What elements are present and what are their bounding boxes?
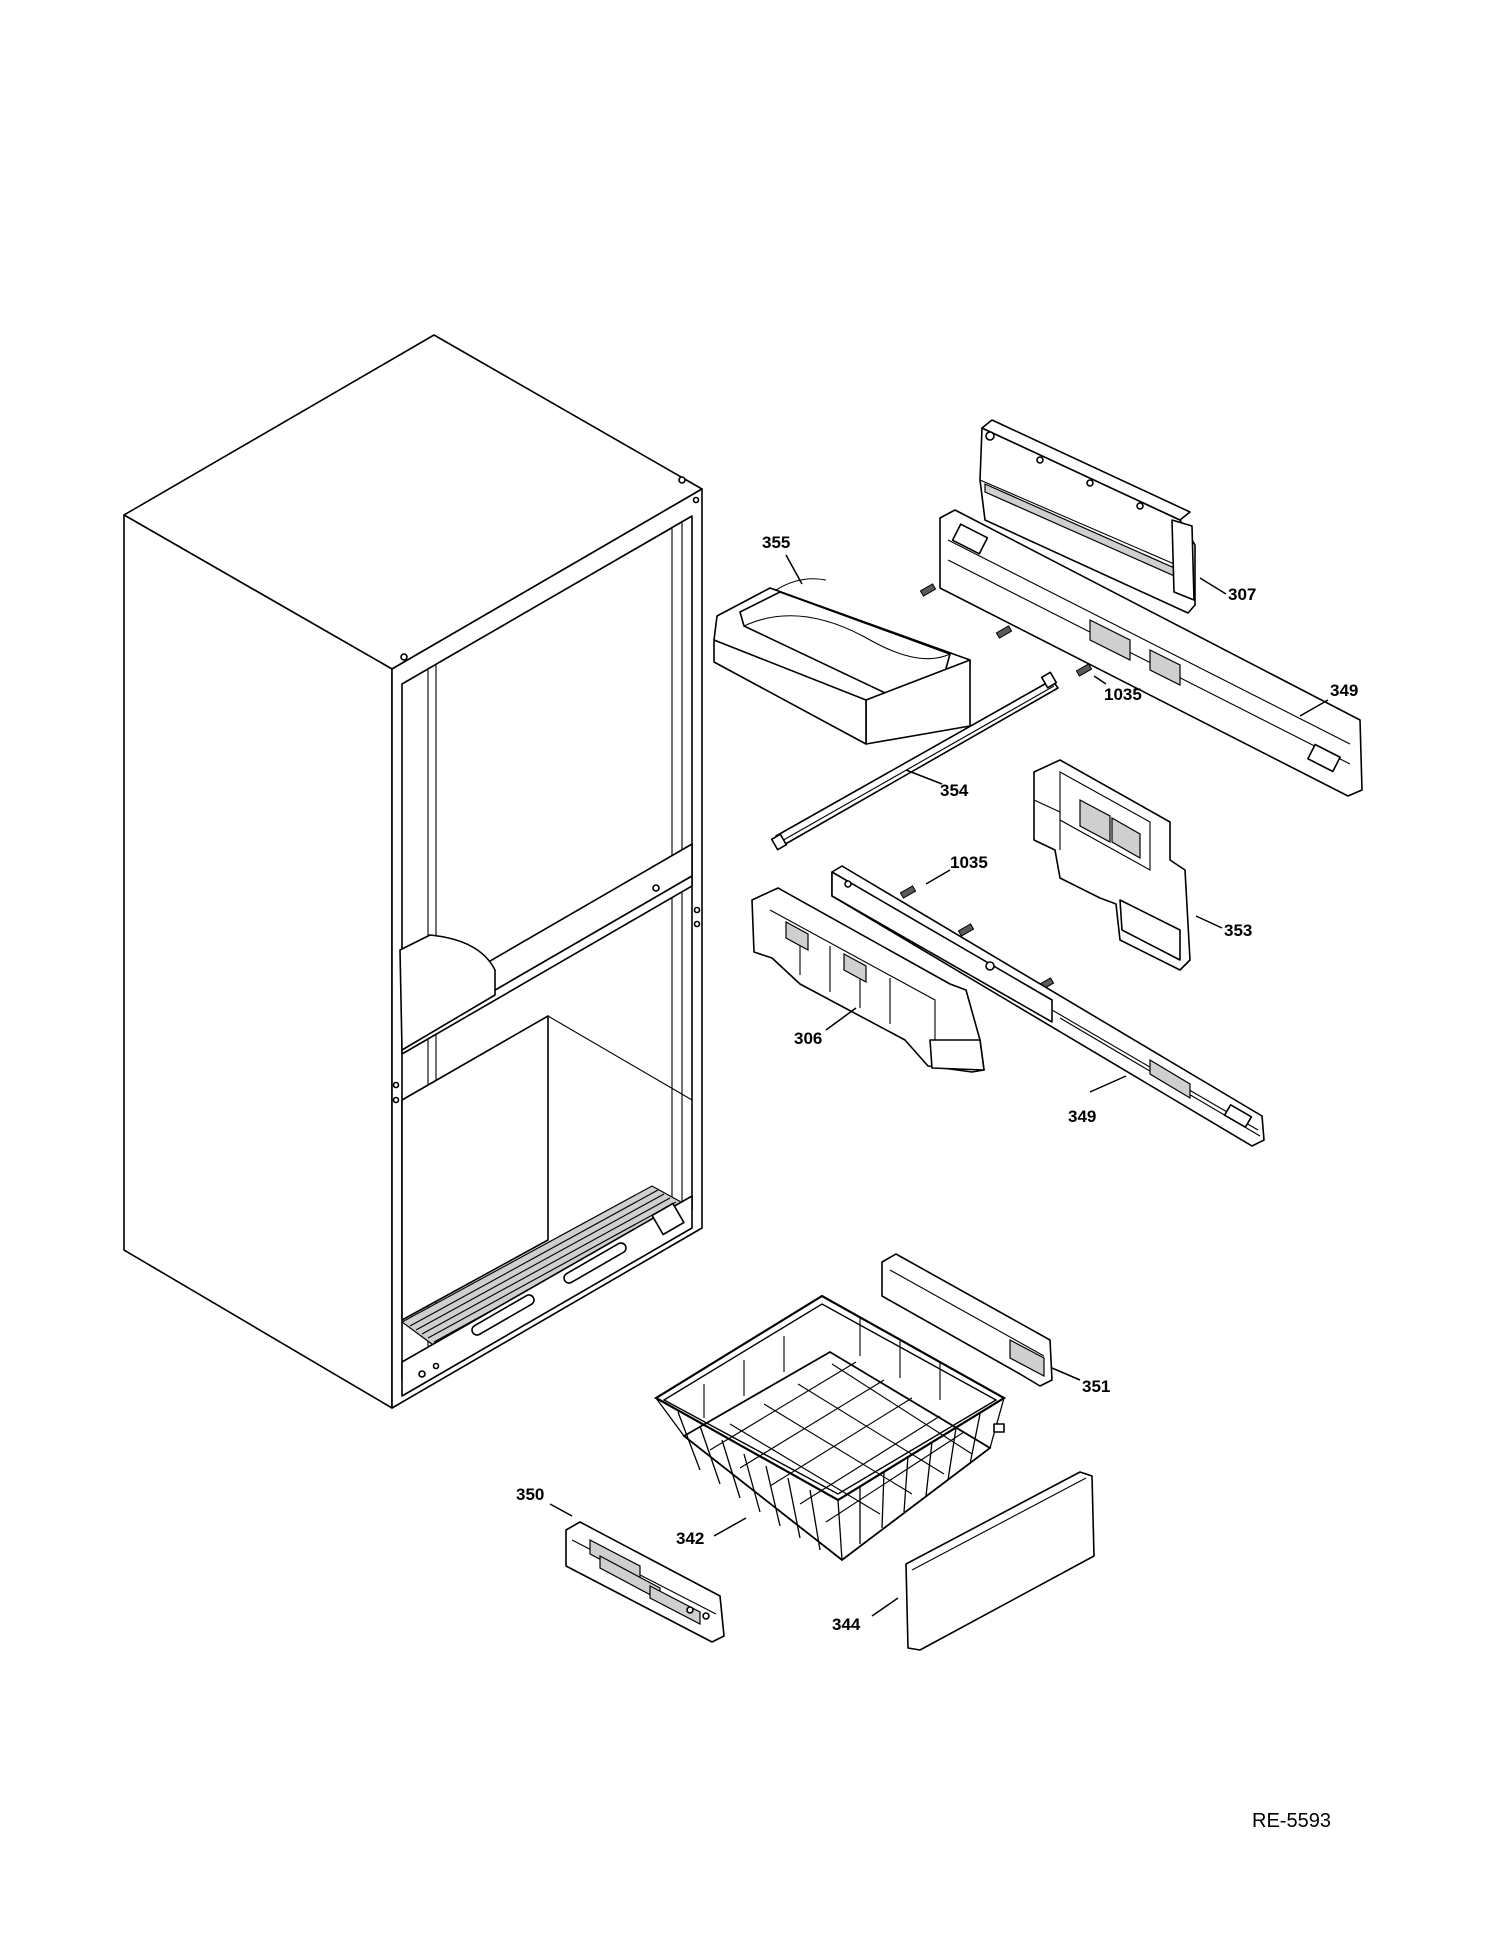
part-354-crossbar xyxy=(770,671,1059,851)
part-355-tray xyxy=(713,578,971,745)
part-349-lower-slide xyxy=(831,865,1265,1147)
svg-text:1035: 1035 xyxy=(1104,685,1142,704)
svg-text:344: 344 xyxy=(832,1615,861,1634)
svg-text:354: 354 xyxy=(940,781,969,800)
callout-1035-lower: 1035 xyxy=(925,853,988,885)
svg-text:307: 307 xyxy=(1228,585,1256,604)
callout-349-lower: 349 xyxy=(1068,1075,1127,1126)
part-307-upper-rail xyxy=(979,419,1196,614)
callout-349-upper: 349 xyxy=(1299,681,1358,717)
callout-350: 350 xyxy=(516,1485,573,1517)
callout-355: 355 xyxy=(762,533,803,585)
svg-text:349: 349 xyxy=(1330,681,1358,700)
part-306-left-bracket xyxy=(751,887,985,1073)
part-350-left-rail xyxy=(565,1521,725,1643)
callout-353: 353 xyxy=(1195,915,1252,940)
refrigerator-cabinet xyxy=(123,334,703,1409)
svg-text:349: 349 xyxy=(1068,1107,1096,1126)
callout-342: 342 xyxy=(676,1517,747,1548)
drawing-number: RE-5593 xyxy=(1252,1810,1331,1832)
screws-lower xyxy=(899,885,1055,991)
callout-344: 344 xyxy=(832,1597,899,1634)
svg-text:1035: 1035 xyxy=(950,853,988,872)
svg-text:355: 355 xyxy=(762,533,790,552)
screws-upper xyxy=(919,583,1093,677)
svg-text:306: 306 xyxy=(794,1029,822,1048)
part-349-upper-slide xyxy=(939,509,1363,797)
svg-text:342: 342 xyxy=(676,1529,704,1548)
part-344-front-panel xyxy=(905,1471,1095,1651)
svg-text:351: 351 xyxy=(1082,1377,1110,1396)
part-342-wire-basket xyxy=(653,1294,1007,1562)
callout-306: 306 xyxy=(794,1007,857,1048)
callout-354: 354 xyxy=(905,769,969,800)
svg-text:353: 353 xyxy=(1224,921,1252,940)
callout-351: 351 xyxy=(1051,1367,1110,1396)
part-351-basket-rail xyxy=(881,1253,1053,1387)
callout-1035-upper: 1035 xyxy=(1093,675,1142,704)
part-353-right-bracket xyxy=(1033,759,1191,971)
svg-text:350: 350 xyxy=(516,1485,544,1504)
callout-307: 307 xyxy=(1199,577,1256,604)
